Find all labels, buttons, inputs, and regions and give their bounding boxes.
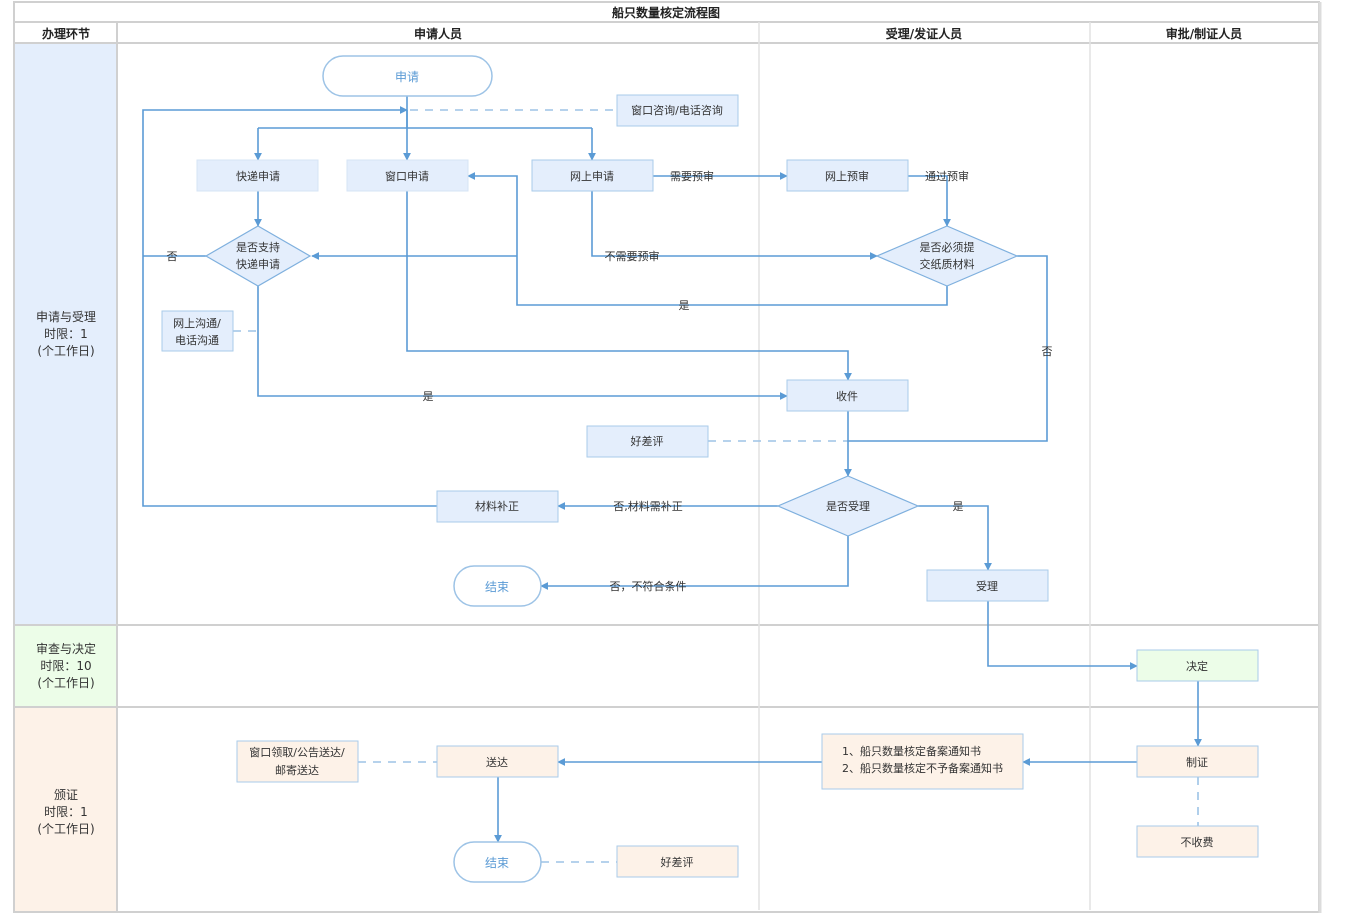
svg-text:快递申请: 快递申请 (236, 257, 280, 271)
label-not-accept-reject: 否，不符合条件 (610, 579, 687, 593)
label-accept-yes: 是 (953, 500, 964, 513)
column-header-stage: 办理环节 (42, 26, 90, 41)
node-decide[interactable]: 决定 (1136, 649, 1259, 682)
node-consult[interactable]: 窗口咨询/电话咨询 (616, 94, 739, 127)
edge-loop-return (142, 106, 408, 256)
svg-text:结束: 结束 (485, 856, 509, 870)
node-rating-2[interactable]: 好差评 (616, 845, 739, 878)
node-rating-1[interactable]: 好差评 (586, 425, 709, 458)
svg-text:1、船只数量核定备案通知书: 1、船只数量核定备案通知书 (842, 744, 981, 758)
svg-text:网上申请: 网上申请 (570, 170, 614, 183)
node-express-apply[interactable]: 快递申请 (196, 159, 319, 192)
node-receive[interactable]: 收件 (786, 379, 909, 412)
edge-accept-yes (918, 505, 992, 571)
svg-text:结束: 结束 (485, 580, 509, 594)
label-paper-yes: 是 (679, 299, 690, 312)
svg-text:不收费: 不收费 (1181, 835, 1214, 849)
svg-text:(个工作日): (个工作日) (37, 676, 94, 690)
label-need-precheck: 需要预审 (670, 169, 714, 183)
node-accept[interactable]: 受理 (926, 569, 1049, 602)
node-supplement[interactable]: 材料补正 (436, 490, 559, 523)
node-no-fee[interactable]: 不收费 (1136, 825, 1259, 858)
decision-express-supported[interactable]: 是否支持 快递申请 (204, 225, 312, 287)
svg-text:网上沟通/: 网上沟通/ (173, 317, 221, 330)
chart-title: 船只数量核定流程图 (612, 5, 720, 20)
svg-text:材料补正: 材料补正 (475, 499, 519, 513)
decision-accept[interactable]: 是否受理 (776, 475, 920, 537)
node-end-2[interactable]: 结束 (453, 841, 542, 883)
svg-text:窗口领取/公告送达/: 窗口领取/公告送达/ (249, 745, 345, 759)
edge-no-precheck (591, 191, 878, 260)
edge-accept-decide (987, 601, 1138, 670)
edge-paper-yes (467, 172, 948, 306)
node-delivery-methods[interactable]: 窗口领取/公告送达/ 邮寄送达 (236, 740, 359, 783)
label-no-precheck: 不需要预审 (605, 249, 660, 263)
svg-text:颁证: 颁证 (54, 787, 78, 802)
edge-supplement-loop (142, 256, 437, 507)
edge-not-accept-reject (540, 536, 849, 590)
label-express-no: 否 (167, 250, 178, 263)
svg-text:网上预审: 网上预审 (825, 169, 869, 183)
node-make-cert[interactable]: 制证 (1136, 745, 1259, 778)
label-express-yes: 是 (423, 390, 434, 403)
svg-text:(个工作日): (个工作日) (37, 344, 94, 358)
phase-label-application: 申请与受理 时限：1 (个工作日) (36, 310, 96, 358)
node-online-precheck[interactable]: 网上预审 (786, 159, 909, 192)
svg-text:电话沟通: 电话沟通 (175, 334, 219, 347)
node-notices[interactable]: 1、船只数量核定备案通知书 2、船只数量核定不予备案通知书 (821, 733, 1024, 790)
connectors (142, 96, 1202, 863)
edge-labels: 需要预审 通过预审 不需要预审 否 是 否 是 否,材料需补正 否，不符合条件 … (167, 169, 1053, 593)
edge-pass-precheck (908, 175, 951, 227)
node-online-comm[interactable]: 网上沟通/ 电话沟通 (161, 310, 234, 352)
edge-window-receive (406, 191, 852, 381)
svg-text:受理: 受理 (976, 580, 998, 593)
svg-text:好差评: 好差评 (631, 434, 664, 448)
label-paper-no: 否 (1042, 345, 1053, 358)
svg-text:申请与受理: 申请与受理 (36, 310, 96, 324)
label-pass-precheck: 通过预审 (925, 169, 969, 183)
svg-text:是否必须提: 是否必须提 (920, 241, 975, 254)
phase-bg-review (15, 626, 117, 707)
svg-text:邮寄送达: 邮寄送达 (275, 763, 319, 777)
svg-text:好差评: 好差评 (661, 855, 694, 869)
svg-text:2、船只数量核定不予备案通知书: 2、船只数量核定不予备案通知书 (842, 761, 1003, 775)
svg-text:时限：1: 时限：1 (44, 805, 88, 819)
node-deliver[interactable]: 送达 (436, 745, 559, 778)
edge-paper-no (848, 255, 1048, 442)
phase-bg-application (15, 43, 117, 625)
svg-text:制证: 制证 (1186, 756, 1208, 769)
column-header-applicant: 申请人员 (414, 26, 462, 41)
column-header-approver: 审批/制证人员 (1166, 26, 1242, 41)
node-start[interactable]: 申请 (322, 55, 493, 97)
label-not-accept-supplement: 否,材料需补正 (613, 499, 683, 513)
column-header-acceptor: 受理/发证人员 (886, 26, 962, 41)
swimlane-grid (13, 1, 1322, 913)
svg-text:交纸质材料: 交纸质材料 (920, 257, 975, 271)
svg-text:送达: 送达 (486, 755, 508, 769)
svg-text:时限：1: 时限：1 (44, 327, 88, 341)
phase-label-review: 审查与决定 时限：10 (个工作日) (36, 641, 96, 690)
phase-label-certify: 颁证 时限：1 (个工作日) (37, 787, 94, 836)
phase-bg-certify (15, 708, 117, 911)
svg-text:是否受理: 是否受理 (826, 500, 870, 513)
svg-text:时限：10: 时限：10 (40, 659, 91, 673)
node-end-1[interactable]: 结束 (453, 565, 542, 607)
edge-express-yes (257, 286, 788, 400)
node-online-apply[interactable]: 网上申请 (531, 159, 654, 192)
svg-text:窗口咨询/电话咨询: 窗口咨询/电话咨询 (631, 103, 723, 117)
svg-text:窗口申请: 窗口申请 (385, 169, 429, 183)
svg-text:是否支持: 是否支持 (236, 240, 280, 254)
decision-paper-required[interactable]: 是否必须提 交纸质材料 (875, 225, 1019, 287)
svg-text:申请: 申请 (395, 70, 419, 84)
svg-text:(个工作日): (个工作日) (37, 822, 94, 836)
svg-text:审查与决定: 审查与决定 (36, 641, 96, 656)
node-window-apply[interactable]: 窗口申请 (346, 159, 469, 192)
svg-text:收件: 收件 (836, 389, 858, 403)
svg-text:快递申请: 快递申请 (236, 169, 280, 183)
svg-text:决定: 决定 (1186, 659, 1208, 673)
